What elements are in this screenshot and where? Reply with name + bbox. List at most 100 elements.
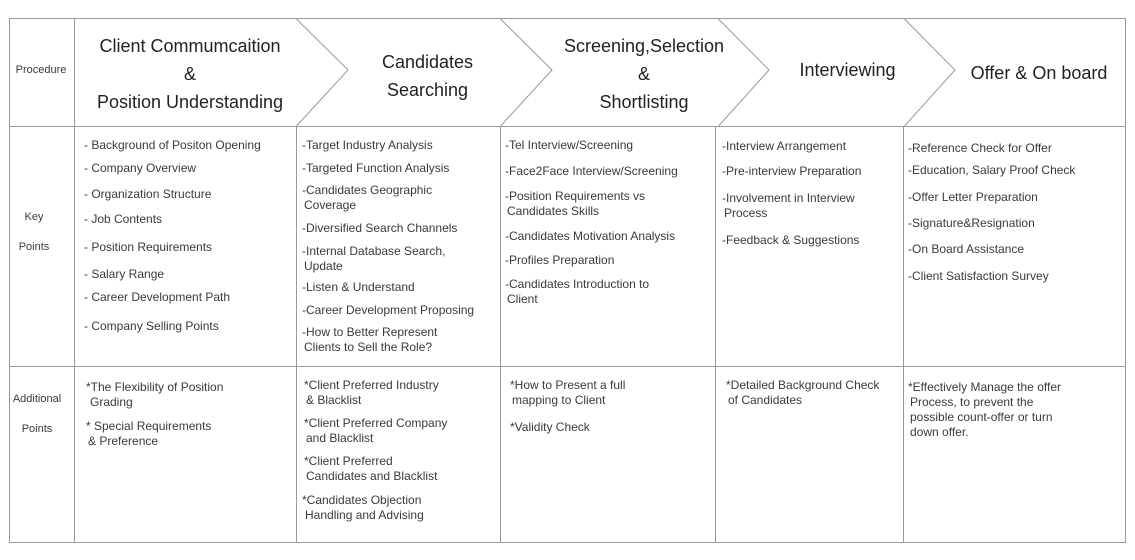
key-point-item: -Candidates Introduction to Client <box>505 277 649 307</box>
stage-heading-line: & <box>183 64 196 84</box>
row-label-additional-points-line: Points <box>21 423 53 435</box>
additional-point-line: *How to Present a full <box>510 378 626 392</box>
row-label-additional-points-line: Additional <box>12 393 62 405</box>
additional-point-line: *Effectively Manage the offer <box>908 380 1061 394</box>
stage-heading-line: Position Understanding <box>96 92 284 112</box>
key-point-item: -Offer Letter Preparation <box>908 190 1038 204</box>
key-point-line: -Candidates Introduction to <box>505 277 650 291</box>
additional-point-line: of Candidates <box>728 393 803 407</box>
row-label-procedure: Procedure <box>15 64 67 76</box>
key-point-item: - Salary Range <box>84 267 165 281</box>
additional-point-line: *Candidates Objection <box>302 493 422 507</box>
additional-point-item: *Client Preferred Company and Blacklist <box>304 416 447 446</box>
additional-point-line: * Special Requirements <box>86 419 212 433</box>
key-point-line: -Candidates Geographic <box>302 183 433 197</box>
key-point-line: -Internal Database Search, <box>302 244 446 258</box>
key-point-item: -Career Development Proposing <box>302 303 475 317</box>
key-point-item: -Target Industry Analysis <box>302 138 433 152</box>
key-point-item: -Candidates Geographic Coverage <box>302 183 432 213</box>
stage-heading-4: Interviewing <box>775 56 920 84</box>
chevron-divider-4 <box>904 18 956 127</box>
additional-point-line: mapping to Client <box>512 393 606 407</box>
key-point-line: Process <box>724 206 768 220</box>
additional-point-item: *Client Preferred Industry & Blacklist <box>304 378 439 408</box>
additional-point-line: possible count-offer or turn <box>910 410 1053 424</box>
key-point-item: - Company Overview <box>84 161 197 175</box>
stage-heading-line: Shortlisting <box>599 92 689 112</box>
key-point-line: -How to Better Represent <box>302 325 438 339</box>
additional-point-line: Grading <box>90 395 133 409</box>
key-point-item: -Candidates Motivation Analysis <box>505 229 676 243</box>
row-label-key-points: Key Points <box>10 202 58 262</box>
key-point-item: -Targeted Function Analysis <box>302 161 450 175</box>
key-point-item: -Feedback & Suggestions <box>722 233 860 247</box>
key-point-line: -Involvement in Interview <box>722 191 855 205</box>
key-point-item: - Organization Structure <box>84 187 212 201</box>
additional-point-item: *Validity Check <box>510 420 590 435</box>
key-point-line: Coverage <box>304 198 357 212</box>
stage-heading-line: Client Commumcaition <box>99 36 281 56</box>
key-point-item: - Position Requirements <box>84 240 213 254</box>
row-label-key-points-line: Key <box>24 211 44 223</box>
key-point-item: - Job Contents <box>84 212 163 226</box>
key-point-item: -Pre-interview Preparation <box>722 164 862 178</box>
key-point-item: -Profiles Preparation <box>505 253 615 267</box>
additional-point-line: & Preference <box>88 434 159 448</box>
key-point-item: -Interview Arrangement <box>722 139 847 153</box>
additional-point-item: *Client Preferred Candidates and Blackli… <box>304 454 437 484</box>
additional-point-line: *Client Preferred Industry <box>304 378 439 392</box>
key-point-line: -Position Requirements vs <box>505 189 646 203</box>
stage-heading-2: Candidates Searching <box>355 48 500 104</box>
stage-heading-line: Interviewing <box>799 60 896 80</box>
row-label-key-points-line: Points <box>18 241 50 253</box>
key-point-line: Candidates Skills <box>507 204 600 218</box>
key-point-item: -Diversified Search Channels <box>302 221 458 235</box>
key-point-item: -Listen & Understand <box>302 280 415 294</box>
additional-point-item: * Special Requirements & Preference <box>86 419 211 449</box>
key-point-line: Client <box>507 292 538 306</box>
key-point-item: -How to Better Represent Clients to Sell… <box>302 325 437 355</box>
stage-heading-line: Offer & On board <box>970 63 1108 83</box>
stage-heading-1: Client Commumcaition & Position Understa… <box>80 32 300 116</box>
stage-heading-line: Candidates <box>381 52 474 72</box>
key-point-item: - Career Development Path <box>84 290 231 304</box>
additional-point-line: *The Flexibility of Position <box>86 380 224 394</box>
stage-heading-5: Offer & On board <box>958 59 1120 87</box>
additional-point-line: down offer. <box>910 425 969 439</box>
additional-point-line: *Client Preferred Company <box>304 416 448 430</box>
additional-point-line: Process, to prevent the <box>910 395 1034 409</box>
key-point-line: Clients to Sell the Role? <box>304 340 433 354</box>
stage-heading-3: Screening,Selection & Shortlisting <box>558 32 730 116</box>
chevron-divider-2 <box>500 18 553 127</box>
additional-point-item: *Effectively Manage the offer Process, t… <box>908 380 1061 440</box>
additional-point-item: *How to Present a full mapping to Client <box>510 378 625 408</box>
additional-point-item: *Detailed Background Check of Candidates <box>726 378 879 408</box>
key-point-item: - Background of Positon Opening <box>84 138 261 152</box>
additional-point-line: Handling and Advising <box>305 508 424 522</box>
key-point-item: - Company Selling Points <box>84 319 219 333</box>
chevron-divider-3 <box>718 18 770 127</box>
chevron-divider-1 <box>296 18 349 127</box>
stage-heading-line: & <box>637 64 650 84</box>
key-point-line: Update <box>304 259 343 273</box>
additional-point-line: and Blacklist <box>306 431 374 445</box>
key-point-item: -Tel Interview/Screening <box>505 138 634 152</box>
key-point-item: -Reference Check for Offer <box>908 141 1052 155</box>
additional-point-line: *Detailed Background Check <box>726 378 880 392</box>
key-point-item: -Internal Database Search, Update <box>302 244 445 274</box>
row-label-additional-points: Additional Points <box>10 384 64 444</box>
additional-point-line: *Validity Check <box>510 420 590 434</box>
key-point-item: -Position Requirements vs Candidates Ski… <box>505 189 645 219</box>
stage-heading-line: Screening,Selection <box>563 36 725 56</box>
key-point-item: -On Board Assistance <box>908 242 1025 256</box>
key-point-item: -Signature&Resignation <box>908 216 1035 230</box>
additional-point-item: *Candidates Objection Handling and Advis… <box>302 493 424 523</box>
key-point-item: -Education, Salary Proof Check <box>908 163 1076 177</box>
key-point-item: -Involvement in Interview Process <box>722 191 855 221</box>
key-point-item: -Face2Face Interview/Screening <box>505 164 678 178</box>
additional-point-line: & Blacklist <box>306 393 362 407</box>
key-point-item: -Client Satisfaction Survey <box>908 269 1049 283</box>
additional-point-item: *The Flexibility of Position Grading <box>86 380 223 410</box>
additional-point-line: Candidates and Blacklist <box>306 469 438 483</box>
